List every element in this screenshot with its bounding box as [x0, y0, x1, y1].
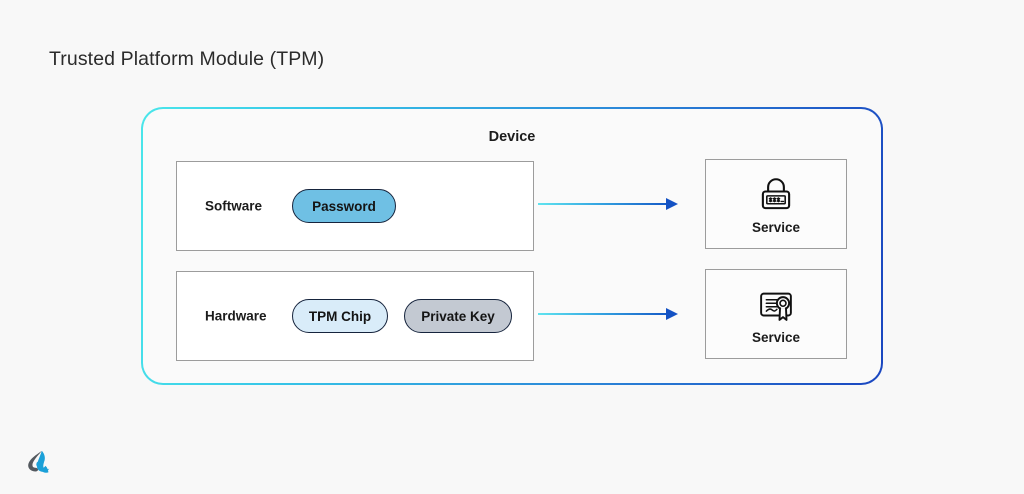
- password-lock-icon: [755, 174, 797, 216]
- layer-label-software: Software: [205, 198, 263, 214]
- arrow-software-to-service: [538, 198, 686, 210]
- arrow-head-icon: [666, 198, 678, 210]
- arrow-head-icon: [666, 308, 678, 320]
- service-label: Service: [751, 329, 801, 345]
- page-title: Trusted Platform Module (TPM): [49, 48, 325, 70]
- private-key-pill[interactable]: Private Key: [404, 299, 512, 333]
- arrow-line: [538, 313, 668, 315]
- arrow-line: [538, 203, 668, 205]
- password-pill[interactable]: Password: [292, 189, 396, 223]
- service-label: Service: [751, 219, 801, 235]
- layer-items-software: Password: [292, 189, 521, 223]
- layer-label-hardware: Hardware: [205, 308, 267, 324]
- brand-logo-icon: [24, 448, 54, 478]
- arrow-hardware-to-service: [538, 308, 686, 320]
- device-label: Device: [488, 129, 536, 145]
- layer-box-hardware: Hardware TPM Chip Private Key: [176, 271, 534, 361]
- service-card-certificate[interactable]: Service: [705, 269, 847, 359]
- tpm-chip-pill[interactable]: TPM Chip: [292, 299, 388, 333]
- layer-box-software: Software Password: [176, 161, 534, 251]
- certificate-icon: [755, 284, 797, 326]
- layer-items-hardware: TPM Chip Private Key: [292, 299, 521, 333]
- service-card-password[interactable]: Service: [705, 159, 847, 249]
